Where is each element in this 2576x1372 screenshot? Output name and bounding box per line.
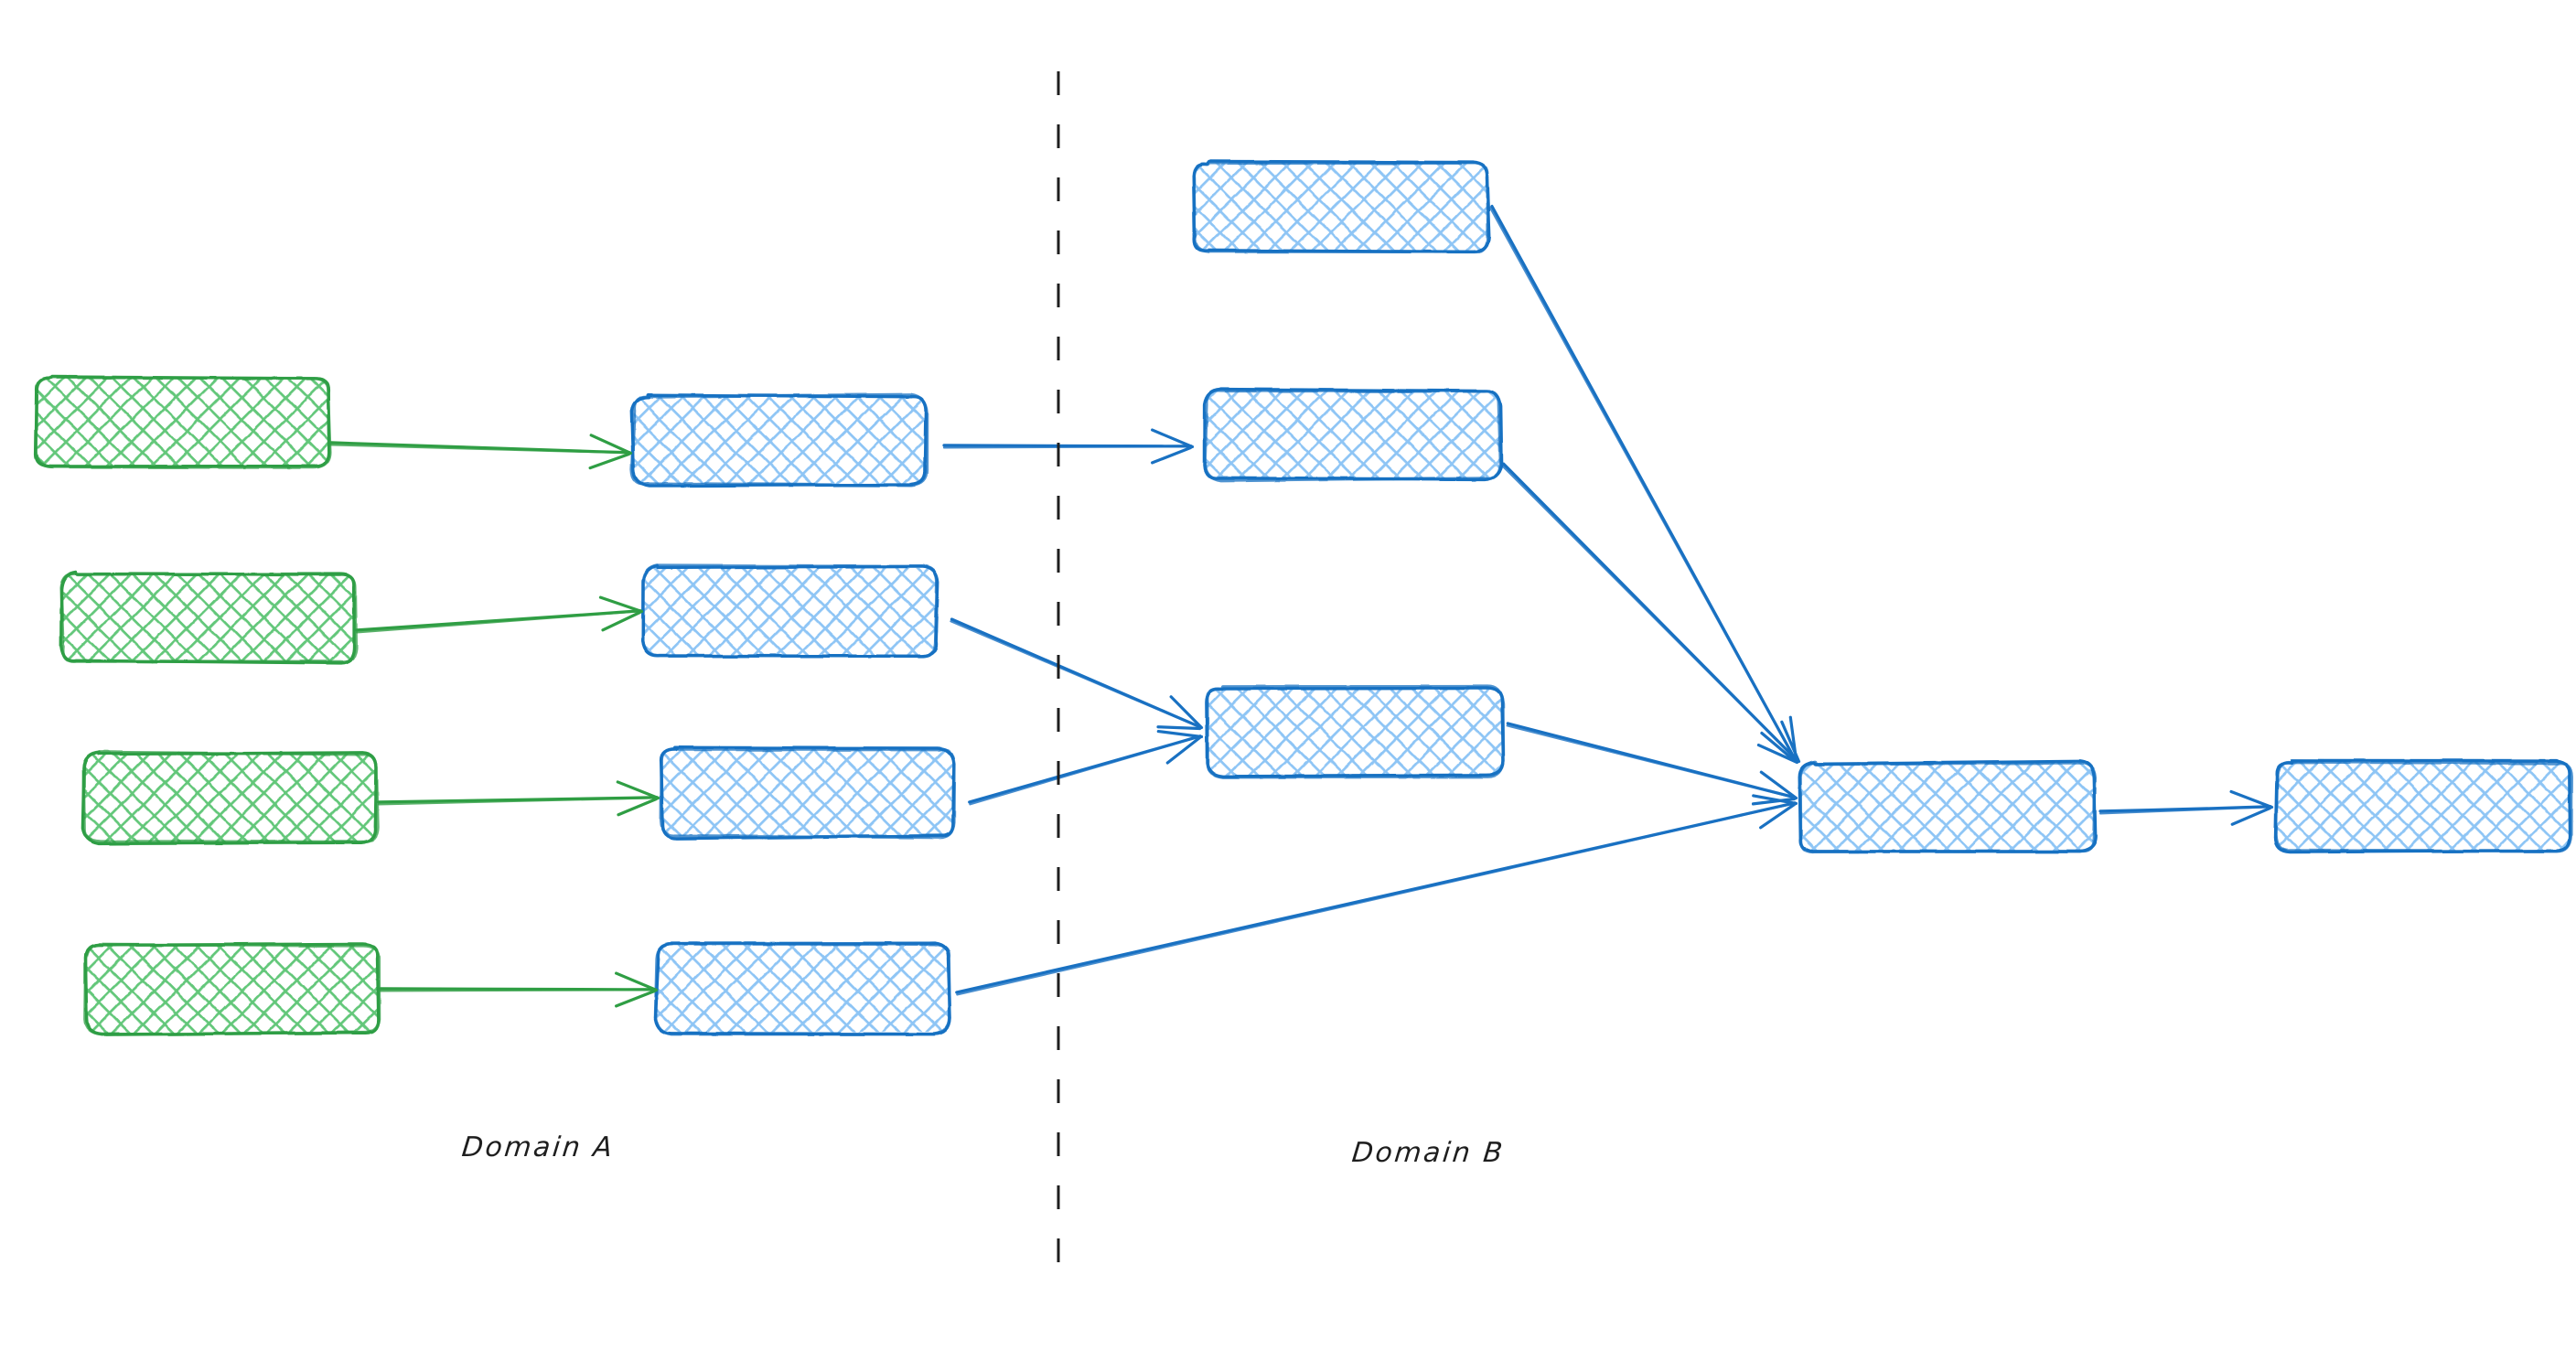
edge-e5[interactable] <box>944 430 1193 463</box>
node-a-stage-2[interactable] <box>643 565 939 656</box>
edge-shaft <box>331 445 629 453</box>
domain-b-label: Domain B <box>1350 1137 1506 1169</box>
node-a-source-2[interactable] <box>61 572 357 662</box>
node-a-source-1[interactable] <box>36 377 330 467</box>
node-fill <box>1800 763 2095 852</box>
edge-e10[interactable] <box>1508 724 1797 804</box>
edge-e11[interactable] <box>957 796 1797 994</box>
edge-e4[interactable] <box>381 973 657 1006</box>
node-fill <box>657 943 950 1032</box>
arrowhead-barb <box>2231 791 2271 807</box>
edge-e1[interactable] <box>331 435 631 468</box>
node-fill <box>1206 391 1501 479</box>
edge-e9[interactable] <box>1502 464 1798 762</box>
arrowhead-barb <box>2232 809 2270 825</box>
edge-shaft <box>1490 208 1795 759</box>
node-fill <box>62 573 355 663</box>
arrowhead-barb <box>617 991 655 1006</box>
edge-shaft <box>970 736 1200 804</box>
node-fill <box>84 753 377 842</box>
domain-a-label: Domain A <box>460 1131 616 1163</box>
node-fill <box>661 748 955 837</box>
edge-e3[interactable] <box>379 782 659 815</box>
node-a-source-4[interactable] <box>85 944 380 1034</box>
edge-shaft <box>957 803 1795 994</box>
arrowhead-barb <box>590 455 628 468</box>
arrowhead-barb <box>1153 430 1193 446</box>
edge-shaft <box>357 611 640 632</box>
edge-shaft <box>944 446 1191 447</box>
node-fill <box>2276 762 2570 852</box>
arrowhead-barb <box>617 973 657 990</box>
edge-shaft <box>381 990 655 991</box>
nodes-layer <box>36 161 2571 1034</box>
edge-shaft <box>950 621 1199 727</box>
node-a-stage-4[interactable] <box>655 943 950 1034</box>
node-b-aggregator[interactable] <box>1799 761 2096 852</box>
node-fill <box>85 944 378 1034</box>
node-fill <box>632 395 926 484</box>
node-fill <box>37 378 329 467</box>
arrowhead-barb <box>603 613 639 630</box>
arrowhead-barb <box>617 782 658 799</box>
node-b-stage-1[interactable] <box>1194 161 1489 252</box>
arrowhead-barb <box>618 799 657 815</box>
arrowhead-barb <box>600 597 641 611</box>
node-b-stage-2[interactable] <box>1204 390 1501 481</box>
arrowhead-barb <box>1158 732 1201 737</box>
node-b-output[interactable] <box>2276 760 2572 852</box>
edge-e6[interactable] <box>950 619 1201 729</box>
edge-e12[interactable] <box>2100 791 2272 824</box>
node-fill <box>1208 688 1503 777</box>
node-a-source-3[interactable] <box>82 752 378 843</box>
arrowhead-barb <box>1158 727 1199 729</box>
node-fill <box>644 567 938 656</box>
edge-e8[interactable] <box>1490 206 1797 760</box>
node-b-stage-3[interactable] <box>1207 687 1504 777</box>
edge-e7[interactable] <box>970 732 1202 805</box>
arrowhead-barb <box>1153 448 1191 463</box>
edges-layer <box>331 206 2272 1005</box>
node-a-stage-1[interactable] <box>631 394 927 486</box>
arrowhead-barb <box>1171 697 1201 728</box>
node-a-stage-3[interactable] <box>661 747 955 838</box>
node-fill <box>1194 163 1488 252</box>
edge-shaft <box>1508 725 1795 798</box>
edge-e2[interactable] <box>357 597 642 632</box>
edge-shaft <box>1502 466 1798 761</box>
